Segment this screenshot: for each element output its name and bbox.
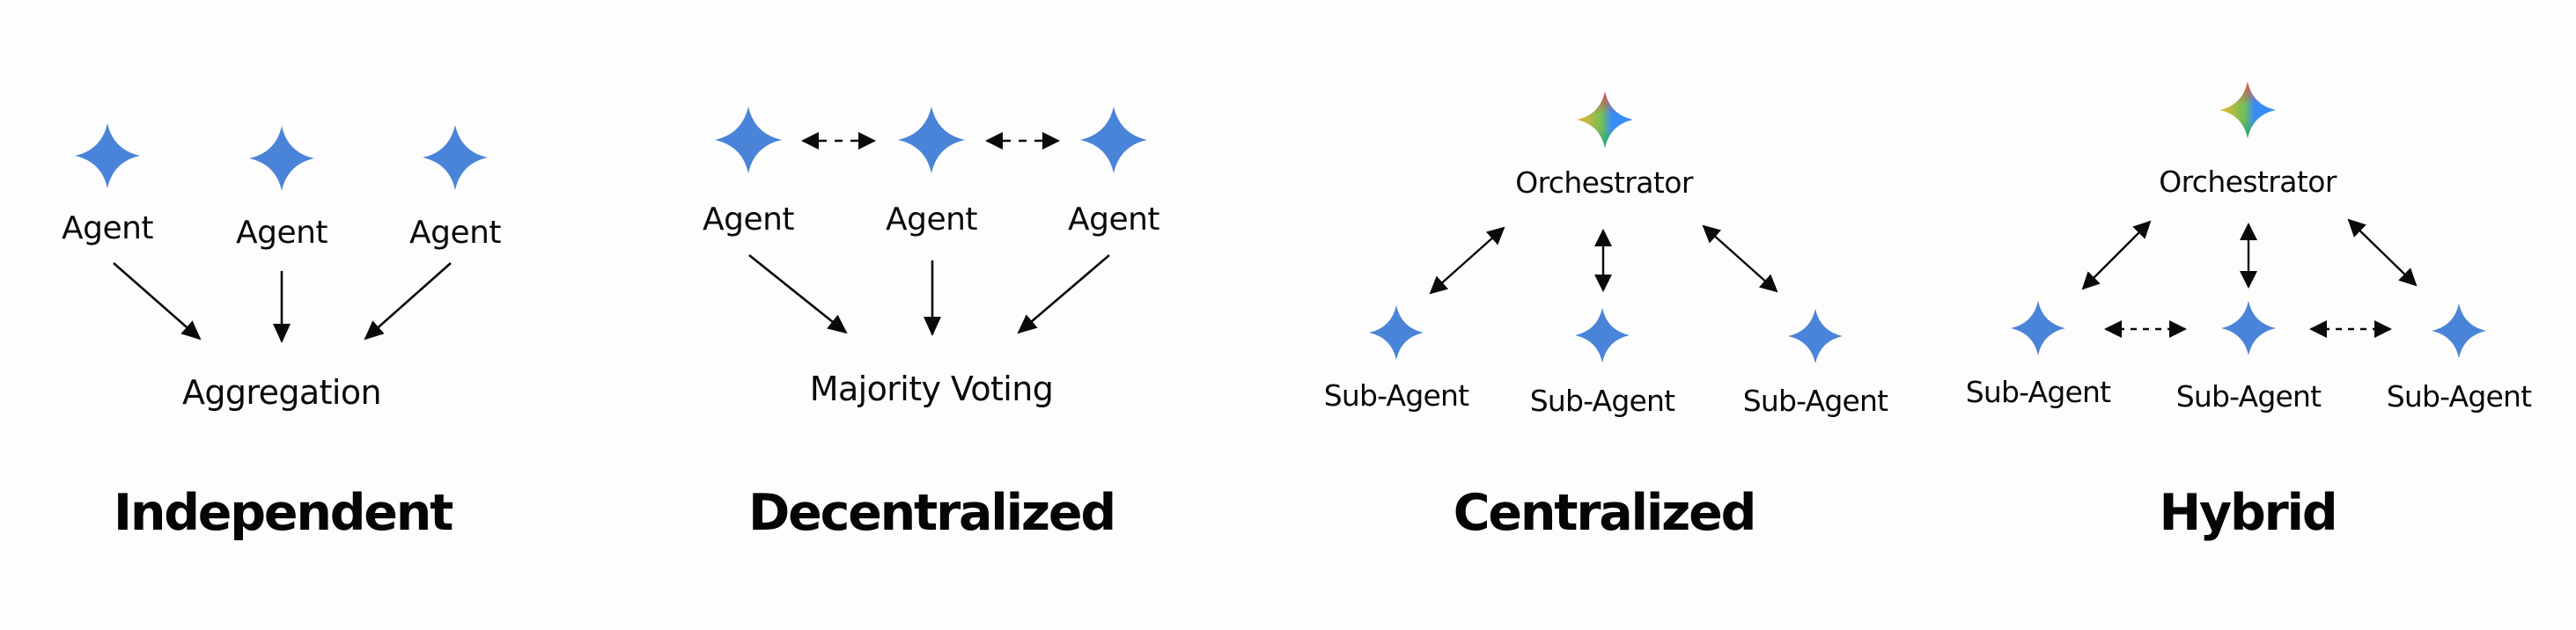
orchestrator-sub-agent-arrow <box>1702 224 1778 293</box>
title-centralized: Centralized <box>1453 484 1757 542</box>
agent-to-voting-arrow <box>748 253 848 334</box>
agent-star-icon <box>423 125 488 190</box>
orchestrator-label: Orchestrator <box>2159 165 2337 199</box>
sub-agent-label: Sub-Agent <box>1965 375 2111 409</box>
agent-star-icon <box>715 106 782 173</box>
sub-agent-star-icon <box>1575 308 1630 363</box>
agent-star-icon <box>249 126 314 191</box>
sub-agent-star-icon <box>1369 305 1424 360</box>
orchestrator-gradient-star-icon <box>1577 92 1633 148</box>
agent-star-icon <box>898 106 965 173</box>
agent-to-aggregation-arrow <box>364 262 452 341</box>
sub-agent-star-icon <box>2221 301 2276 355</box>
sub-agent-label: Sub-Agent <box>2175 379 2322 414</box>
sub-agent-star-icon <box>2011 301 2065 355</box>
agent-label: Agent <box>702 201 795 238</box>
sub-agent-label: Sub-Agent <box>1323 378 1469 413</box>
sub-agent-star-icon <box>1788 309 1843 363</box>
agent-to-aggregation-arrow <box>113 262 202 341</box>
agent-label: Agent <box>1067 201 1160 238</box>
orchestrator-sub-agent-arrow <box>1429 226 1505 295</box>
stars-layer <box>75 82 2486 363</box>
orchestrator-label: Orchestrator <box>1515 165 1693 200</box>
agent-label: Agent <box>61 210 154 246</box>
title-independent: Independent <box>113 484 454 542</box>
aggregation-label: Aggregation <box>181 373 382 412</box>
title-decentralized: Decentralized <box>748 484 1116 542</box>
agent-star-icon <box>75 123 140 188</box>
majority-voting-label: Majority Voting <box>809 370 1054 408</box>
agent-label: Agent <box>885 201 978 238</box>
sub-agent-label: Sub-Agent <box>2386 379 2532 414</box>
sub-agent-label: Sub-Agent <box>1742 384 1888 418</box>
sub-agent-label: Sub-Agent <box>1529 384 1675 418</box>
title-hybrid: Hybrid <box>2159 484 2338 542</box>
orchestrator-sub-agent-arrow <box>2081 220 2152 290</box>
agent-label: Agent <box>408 215 502 251</box>
orchestrator-gradient-star-icon <box>2219 82 2276 138</box>
agent-to-voting-arrow <box>1017 254 1110 334</box>
agent-label: Agent <box>235 215 328 251</box>
arrows-layer <box>113 132 2418 343</box>
sub-agent-star-icon <box>2432 304 2486 358</box>
orchestrator-sub-agent-arrow <box>2347 218 2418 287</box>
agent-star-icon <box>1080 106 1147 173</box>
